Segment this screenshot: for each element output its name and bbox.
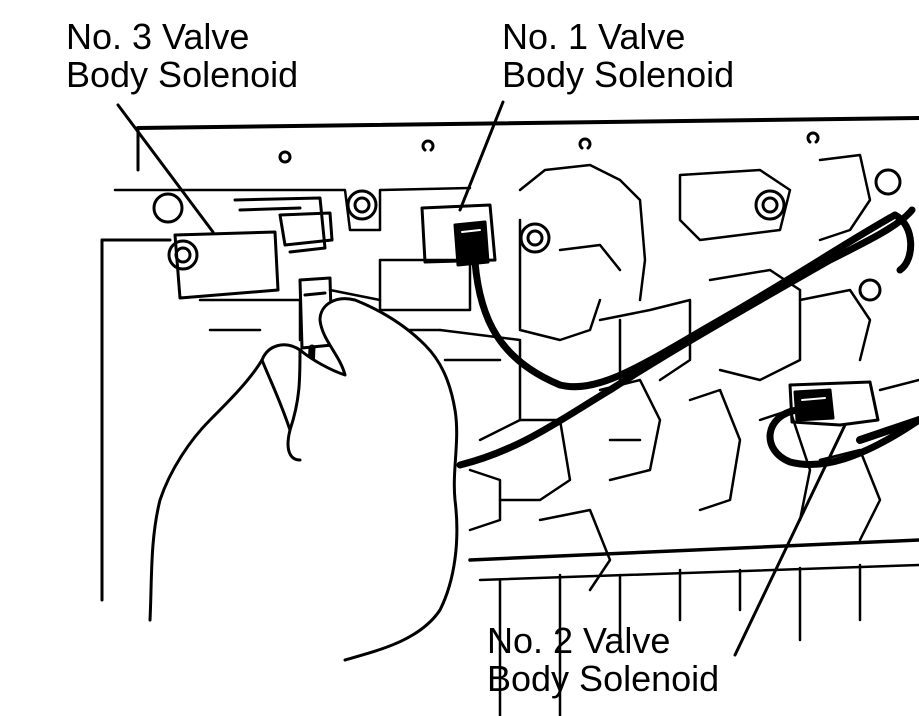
solenoid-2-label: No. 2 Valve Body Solenoid [487, 622, 719, 698]
solenoid-1-label: No. 1 Valve Body Solenoid [502, 18, 734, 94]
valve-body [113, 153, 919, 716]
hand [148, 297, 459, 662]
leader-lines [116, 100, 847, 657]
solenoid-2 [766, 380, 919, 468]
solenoid-1-label-line2: Body Solenoid [502, 54, 735, 95]
solenoid-3-label-line2: Body Solenoid [66, 54, 299, 95]
solenoid-3-label: No. 3 Valve Body Solenoid [66, 18, 298, 94]
solenoid-3 [173, 196, 334, 350]
solenoid-2-label-line1: No. 2 Valve [487, 620, 671, 661]
solenoid-1-label-line1: No. 1 Valve [502, 16, 686, 57]
transmission-case [100, 116, 919, 602]
solenoid-2-label-line2: Body Solenoid [487, 658, 720, 699]
solenoid-1 [420, 203, 497, 267]
solenoid-3-label-line1: No. 3 Valve [66, 16, 250, 57]
